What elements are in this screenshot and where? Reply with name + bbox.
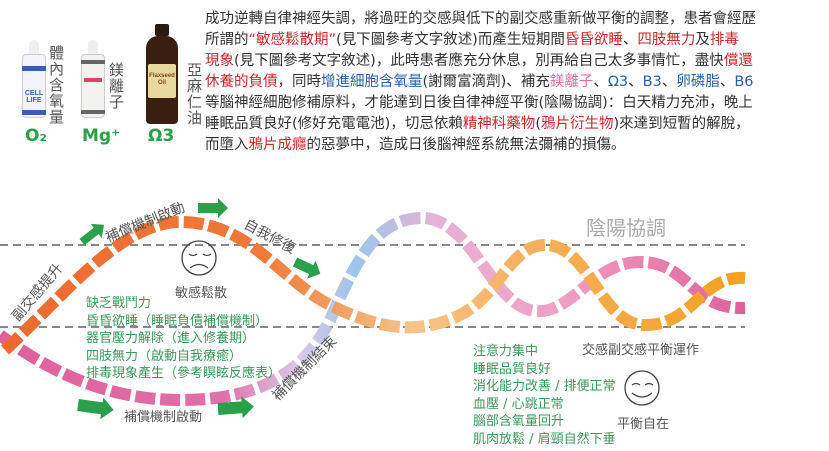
- highlight-text: 償還: [723, 53, 753, 69]
- symptom-list: 缺乏戰鬥力 昏昏欲睡（睡眠負債補償機制） 器官壓力解除（進入修養期） 四肢無力（…: [86, 295, 281, 383]
- body-text: (: [535, 116, 541, 132]
- benefit-item: 血壓 / 心跳正常: [473, 396, 564, 412]
- body-text: 、: [628, 74, 643, 90]
- body-text: 所謂的: [205, 32, 249, 48]
- body-text: (謝爾富滴劑)、補充: [422, 74, 550, 90]
- arrow-icon: [198, 198, 228, 218]
- parasympathetic-curve: [0, 211, 746, 407]
- body-text: 、: [661, 74, 677, 90]
- arrow-icon: [217, 396, 254, 419]
- product-brand-cell-life: CELL LIFE: [24, 90, 44, 104]
- body-text: 的惡夢中，造成日後腦神經系統無法彌補的損傷。: [306, 137, 626, 153]
- diagram-title: 陰陽協調: [586, 216, 666, 240]
- highlight-text: 排毒: [709, 32, 739, 48]
- body-text: )來達到短暫的解脫，: [613, 116, 750, 132]
- highlight-text: 鎂離子: [549, 74, 594, 90]
- highlight-text: 精神科藥物: [462, 116, 536, 132]
- body-text: (見下圖參考文字敘述)而產生短期間: [336, 32, 565, 48]
- description-paragraph: 成功逆轉自律神經失調，將過旺的交感與低下的副交感重新做平衡的調整，患者會經歷所謂…: [205, 9, 825, 156]
- arrow-icon: [79, 223, 105, 246]
- product-brand-flaxseed-oil: Flaxseed Oil: [149, 73, 175, 86]
- highlight-text: Ω3: [607, 74, 629, 90]
- benefit-list: 注意力集中 睡眠品質良好 消化能力改善 / 排便正常 血壓 / 心跳正常 腦部含…: [473, 343, 616, 448]
- product-label-omega3: 亞麻仁油: [185, 62, 203, 126]
- label-balance-ease: 平衡自在: [617, 417, 670, 432]
- paragraph-line: 等腦神經細胞修補原料，才能達到日後自律神經平衡(陰陽協調)：白天精力充沛，晚上: [205, 93, 825, 114]
- symptom-item: 缺乏戰鬥力: [86, 296, 152, 311]
- highlight-text: 四肢無力: [637, 32, 696, 48]
- label-comp-start-bottom: 補償機制啟動: [124, 410, 203, 425]
- label-sensitive: 敏感鬆散: [175, 286, 228, 301]
- body-text: 而墮入: [205, 137, 249, 153]
- paragraph-line: 現象(見下圖參考文字敘述)，此時患者應充分休息，別再給自己太多事情忙，盡快償還: [205, 51, 825, 72]
- benefit-item: 睡眠品質良好: [473, 361, 552, 377]
- benefit-item: 肌肉放鬆 / 肩頸自然下垂: [473, 431, 616, 447]
- arrow-icon: [292, 257, 321, 279]
- highlight-text: 增進細胞含氧量: [321, 74, 423, 90]
- highlight-text: 昏昏欲睡: [564, 32, 623, 48]
- body-text: 、: [593, 74, 608, 90]
- product-label-o2: 體內含氧量: [47, 45, 65, 125]
- flaxseed-oil-bottle: Flaxseed Oil: [142, 24, 182, 124]
- body-text: 、: [622, 32, 638, 48]
- label-balance-run: 交感副交感平衡運作: [582, 343, 700, 358]
- body-text: 睡眠品質良好(修好充電電池)，切忌依賴: [205, 116, 463, 132]
- body-text: 及: [695, 32, 710, 48]
- smile-face-icon: [624, 370, 660, 406]
- highlight-text: B6: [734, 74, 754, 90]
- mg-bottle: [81, 40, 105, 118]
- symptom-item: 四肢無力（啟動自我療癒）: [86, 348, 243, 364]
- highlight-text: 鴉片成癮: [248, 137, 307, 153]
- highlight-text: 現象: [205, 53, 234, 69]
- sad-face-icon: [181, 240, 217, 276]
- highlight-text: “敏感鬆散期”: [248, 32, 337, 48]
- symptom-item: 排毒現象產生（參考瞑眩反應表）: [86, 366, 282, 381]
- paragraph-line: 成功逆轉自律神經失調，將過旺的交感與低下的副交感重新做平衡的調整，患者會經歷: [205, 9, 825, 30]
- product-symbol-o2: O₂: [25, 126, 47, 146]
- product-symbol-mg: Mg⁺: [82, 126, 121, 146]
- benefit-item: 腦部含氧量回升: [473, 414, 565, 429]
- benefit-item: 消化能力改善 / 排便正常: [473, 379, 616, 394]
- highlight-text: B3: [642, 74, 662, 90]
- highlight-text: 卵磷脂: [676, 74, 720, 90]
- highlight-text: 休養的負債: [205, 74, 278, 90]
- paragraph-line: 休養的負債，同時增進細胞含氧量(謝爾富滴劑)、補充鎂離子、Ω3、B3、卵磷脂、B…: [205, 72, 825, 93]
- arrow-icon: [77, 397, 114, 420]
- benefit-item: 注意力集中: [473, 344, 539, 359]
- symptom-item: 昏昏欲睡（睡眠負債補償機制）: [86, 313, 269, 329]
- body-text: 成功逆轉自律神經失調，將過旺的交感與低下的副交感重新做平衡的調整，患者會經歷: [205, 11, 756, 27]
- cell-life-bottle: CELL LIFE: [22, 40, 46, 118]
- body-text: 、: [719, 74, 735, 90]
- product-label-mg: 鎂離子: [107, 62, 125, 110]
- body-text: 等腦神經細胞修補原料，才能達到日後自律神經平衡(陰陽協調)：白天精力充沛，晚上: [205, 95, 753, 111]
- paragraph-line: 睡眠品質良好(修好充電電池)，切忌依賴精神科藥物(鴉片衍生物)來達到短暫的解脫，: [205, 114, 825, 135]
- paragraph-line: 所謂的“敏感鬆散期”(見下圖參考文字敘述)而產生短期間昏昏欲睡、四肢無力及排毒: [205, 30, 825, 51]
- symptom-item: 器官壓力解除（進入修養期）: [86, 331, 256, 346]
- body-text: ，同時: [277, 74, 322, 90]
- product-symbol-omega3: Ω3: [148, 126, 175, 146]
- highlight-text: 鴉片衍生物: [540, 116, 614, 132]
- sympathetic-curve: [0, 215, 746, 355]
- paragraph-line: 而墮入鴉片成癮的惡夢中，造成日後腦神經系統無法彌補的損傷。: [205, 135, 825, 156]
- body-text: (見下圖參考文字敘述)，此時患者應充分休息，別再給自己太多事情忙，盡快: [234, 53, 724, 69]
